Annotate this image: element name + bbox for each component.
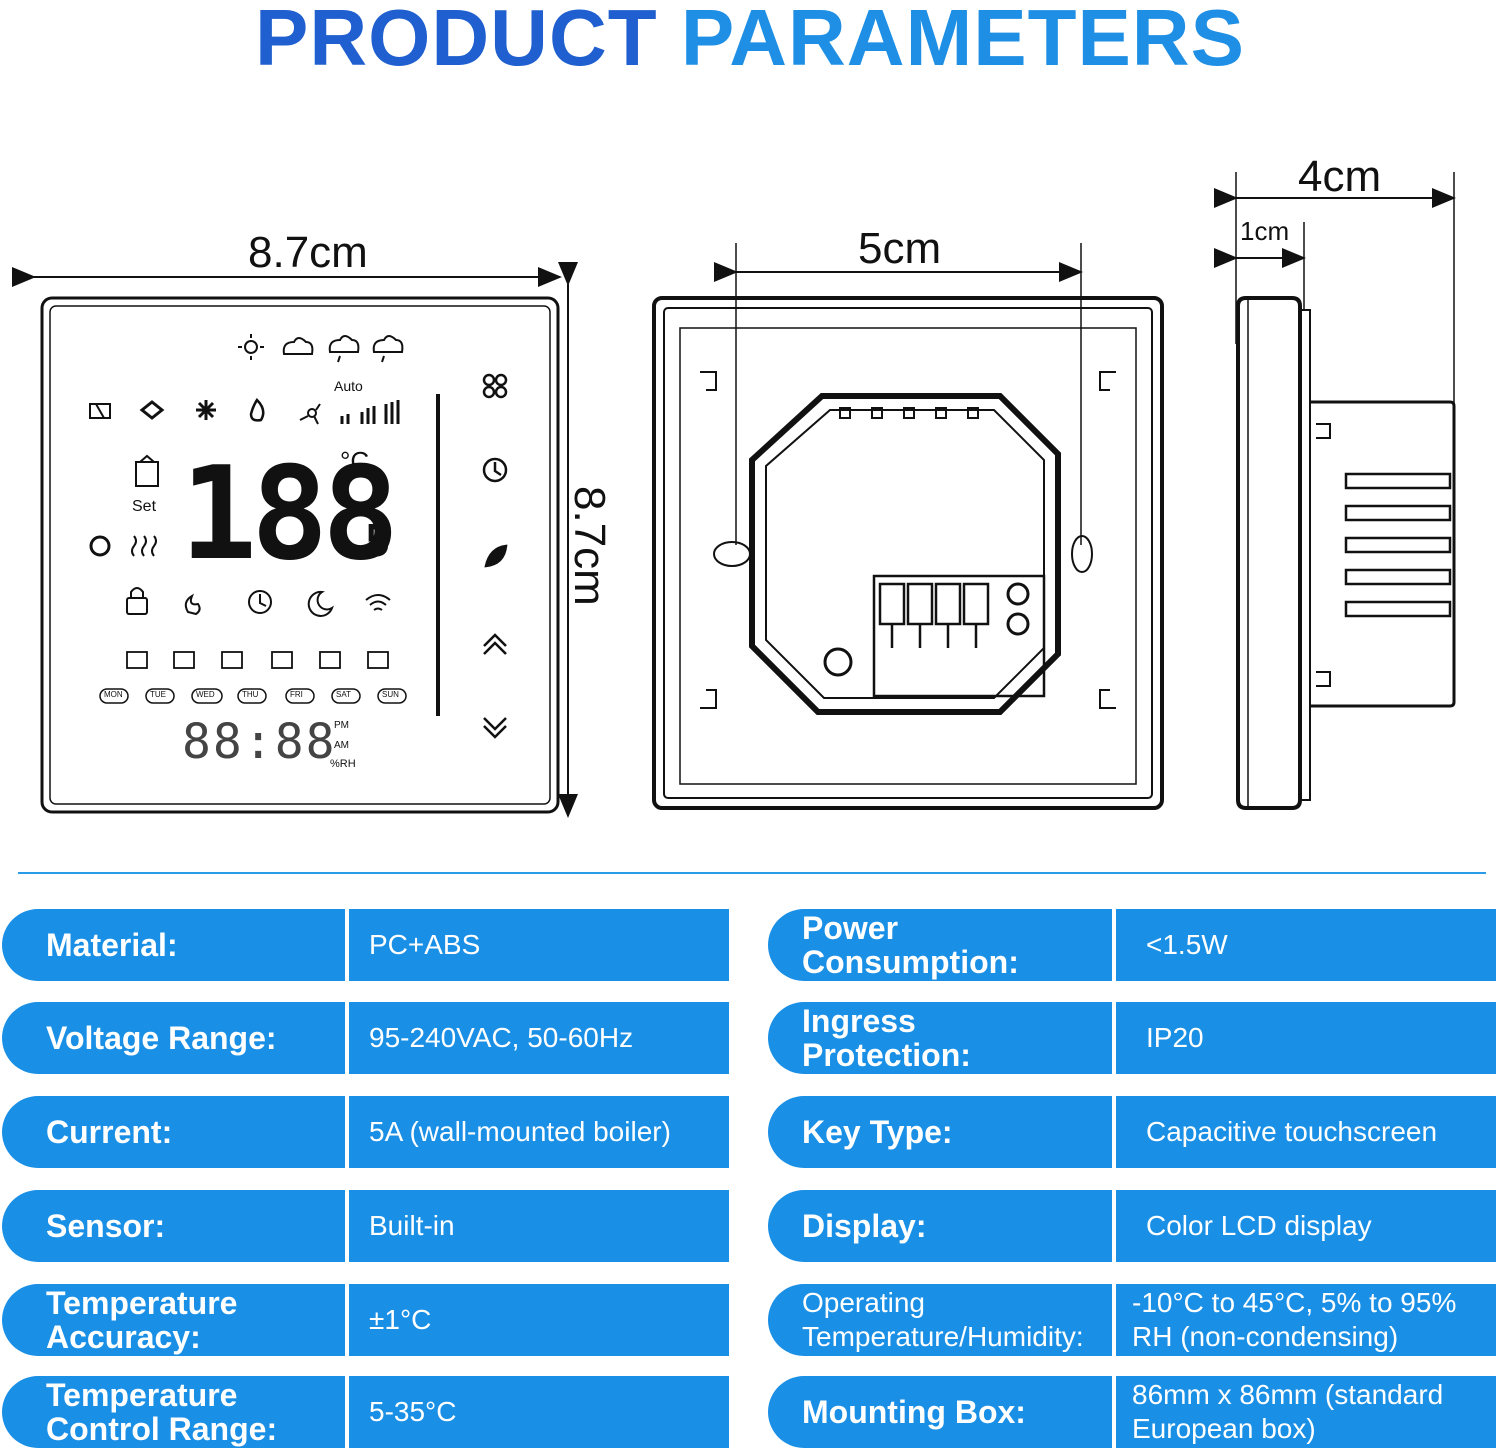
lcd-rh: %RH — [330, 758, 356, 770]
spec-label: Material: — [2, 909, 345, 981]
day-label: SUN — [382, 690, 399, 699]
side-front-label: 1cm — [1240, 216, 1290, 246]
spec-label: Key Type: — [768, 1096, 1112, 1168]
front-width-label: 8.7cm — [248, 228, 368, 277]
spec-value: -10°C to 45°C, 5% to 95% RH (non-condens… — [1116, 1284, 1496, 1356]
title-part1: PRODUCT — [255, 0, 658, 82]
lcd-clock: 88:88 — [182, 714, 337, 770]
spec-value: ±1°C — [349, 1284, 729, 1356]
spec-label: Ingress Protection: — [768, 1002, 1112, 1074]
spec-value: 95-240VAC, 50-60Hz — [349, 1002, 729, 1074]
day-label: THU — [242, 690, 259, 699]
lcd-set: Set — [132, 498, 157, 515]
title-part2: PARAMETERS — [680, 0, 1245, 82]
spec-label: Temperature Accuracy: — [2, 1284, 345, 1356]
lcd-digits: 188 — [180, 440, 399, 589]
section-divider — [18, 872, 1486, 874]
lcd-pm: PM — [334, 720, 349, 731]
spec-label: Sensor: — [2, 1190, 345, 1262]
lcd-unit: °C — [340, 446, 370, 476]
thermostat-drawings — [12, 172, 1456, 818]
spec-label: Operating Temperature/Humidity: — [768, 1284, 1112, 1356]
spec-value: IP20 — [1116, 1002, 1496, 1074]
day-label: MON — [104, 690, 123, 699]
spec-label: Display: — [768, 1190, 1112, 1262]
side-view — [1214, 172, 1456, 810]
spec-value: 5-35°C — [349, 1376, 729, 1448]
spec-label: Temperature Control Range: — [2, 1376, 345, 1448]
side-depth-label: 4cm — [1298, 152, 1382, 201]
day-label: WED — [196, 690, 215, 699]
spec-label: Power Consumption: — [768, 909, 1112, 981]
day-label: TUE — [150, 690, 166, 699]
spec-label: Voltage Range: — [2, 1002, 345, 1074]
front-view — [12, 262, 578, 818]
spec-label: Current: — [2, 1096, 345, 1168]
lcd-decimal: .5 — [338, 516, 391, 567]
spec-value: 5A (wall-mounted boiler) — [349, 1096, 729, 1168]
spec-value: <1.5W — [1116, 909, 1496, 981]
spec-value: Color LCD display — [1116, 1190, 1496, 1262]
spec-value: Built-in — [349, 1190, 729, 1262]
back-view — [652, 243, 1164, 810]
spec-value: Capacitive touchscreen — [1116, 1096, 1496, 1168]
lcd-auto: Auto — [334, 378, 363, 394]
spec-value: 86mm x 86mm (standard European box) — [1116, 1376, 1496, 1448]
back-width-label: 5cm — [858, 224, 942, 273]
lcd-am: AM — [334, 740, 349, 751]
front-height-label: 8.7cm — [565, 486, 614, 606]
page-title: PRODUCT PARAMETERS — [0, 0, 1500, 84]
spec-label: Mounting Box: — [768, 1376, 1112, 1448]
day-label: FRI — [290, 690, 303, 699]
spec-value: PC+ABS — [349, 909, 729, 981]
day-label: SAT — [336, 690, 351, 699]
